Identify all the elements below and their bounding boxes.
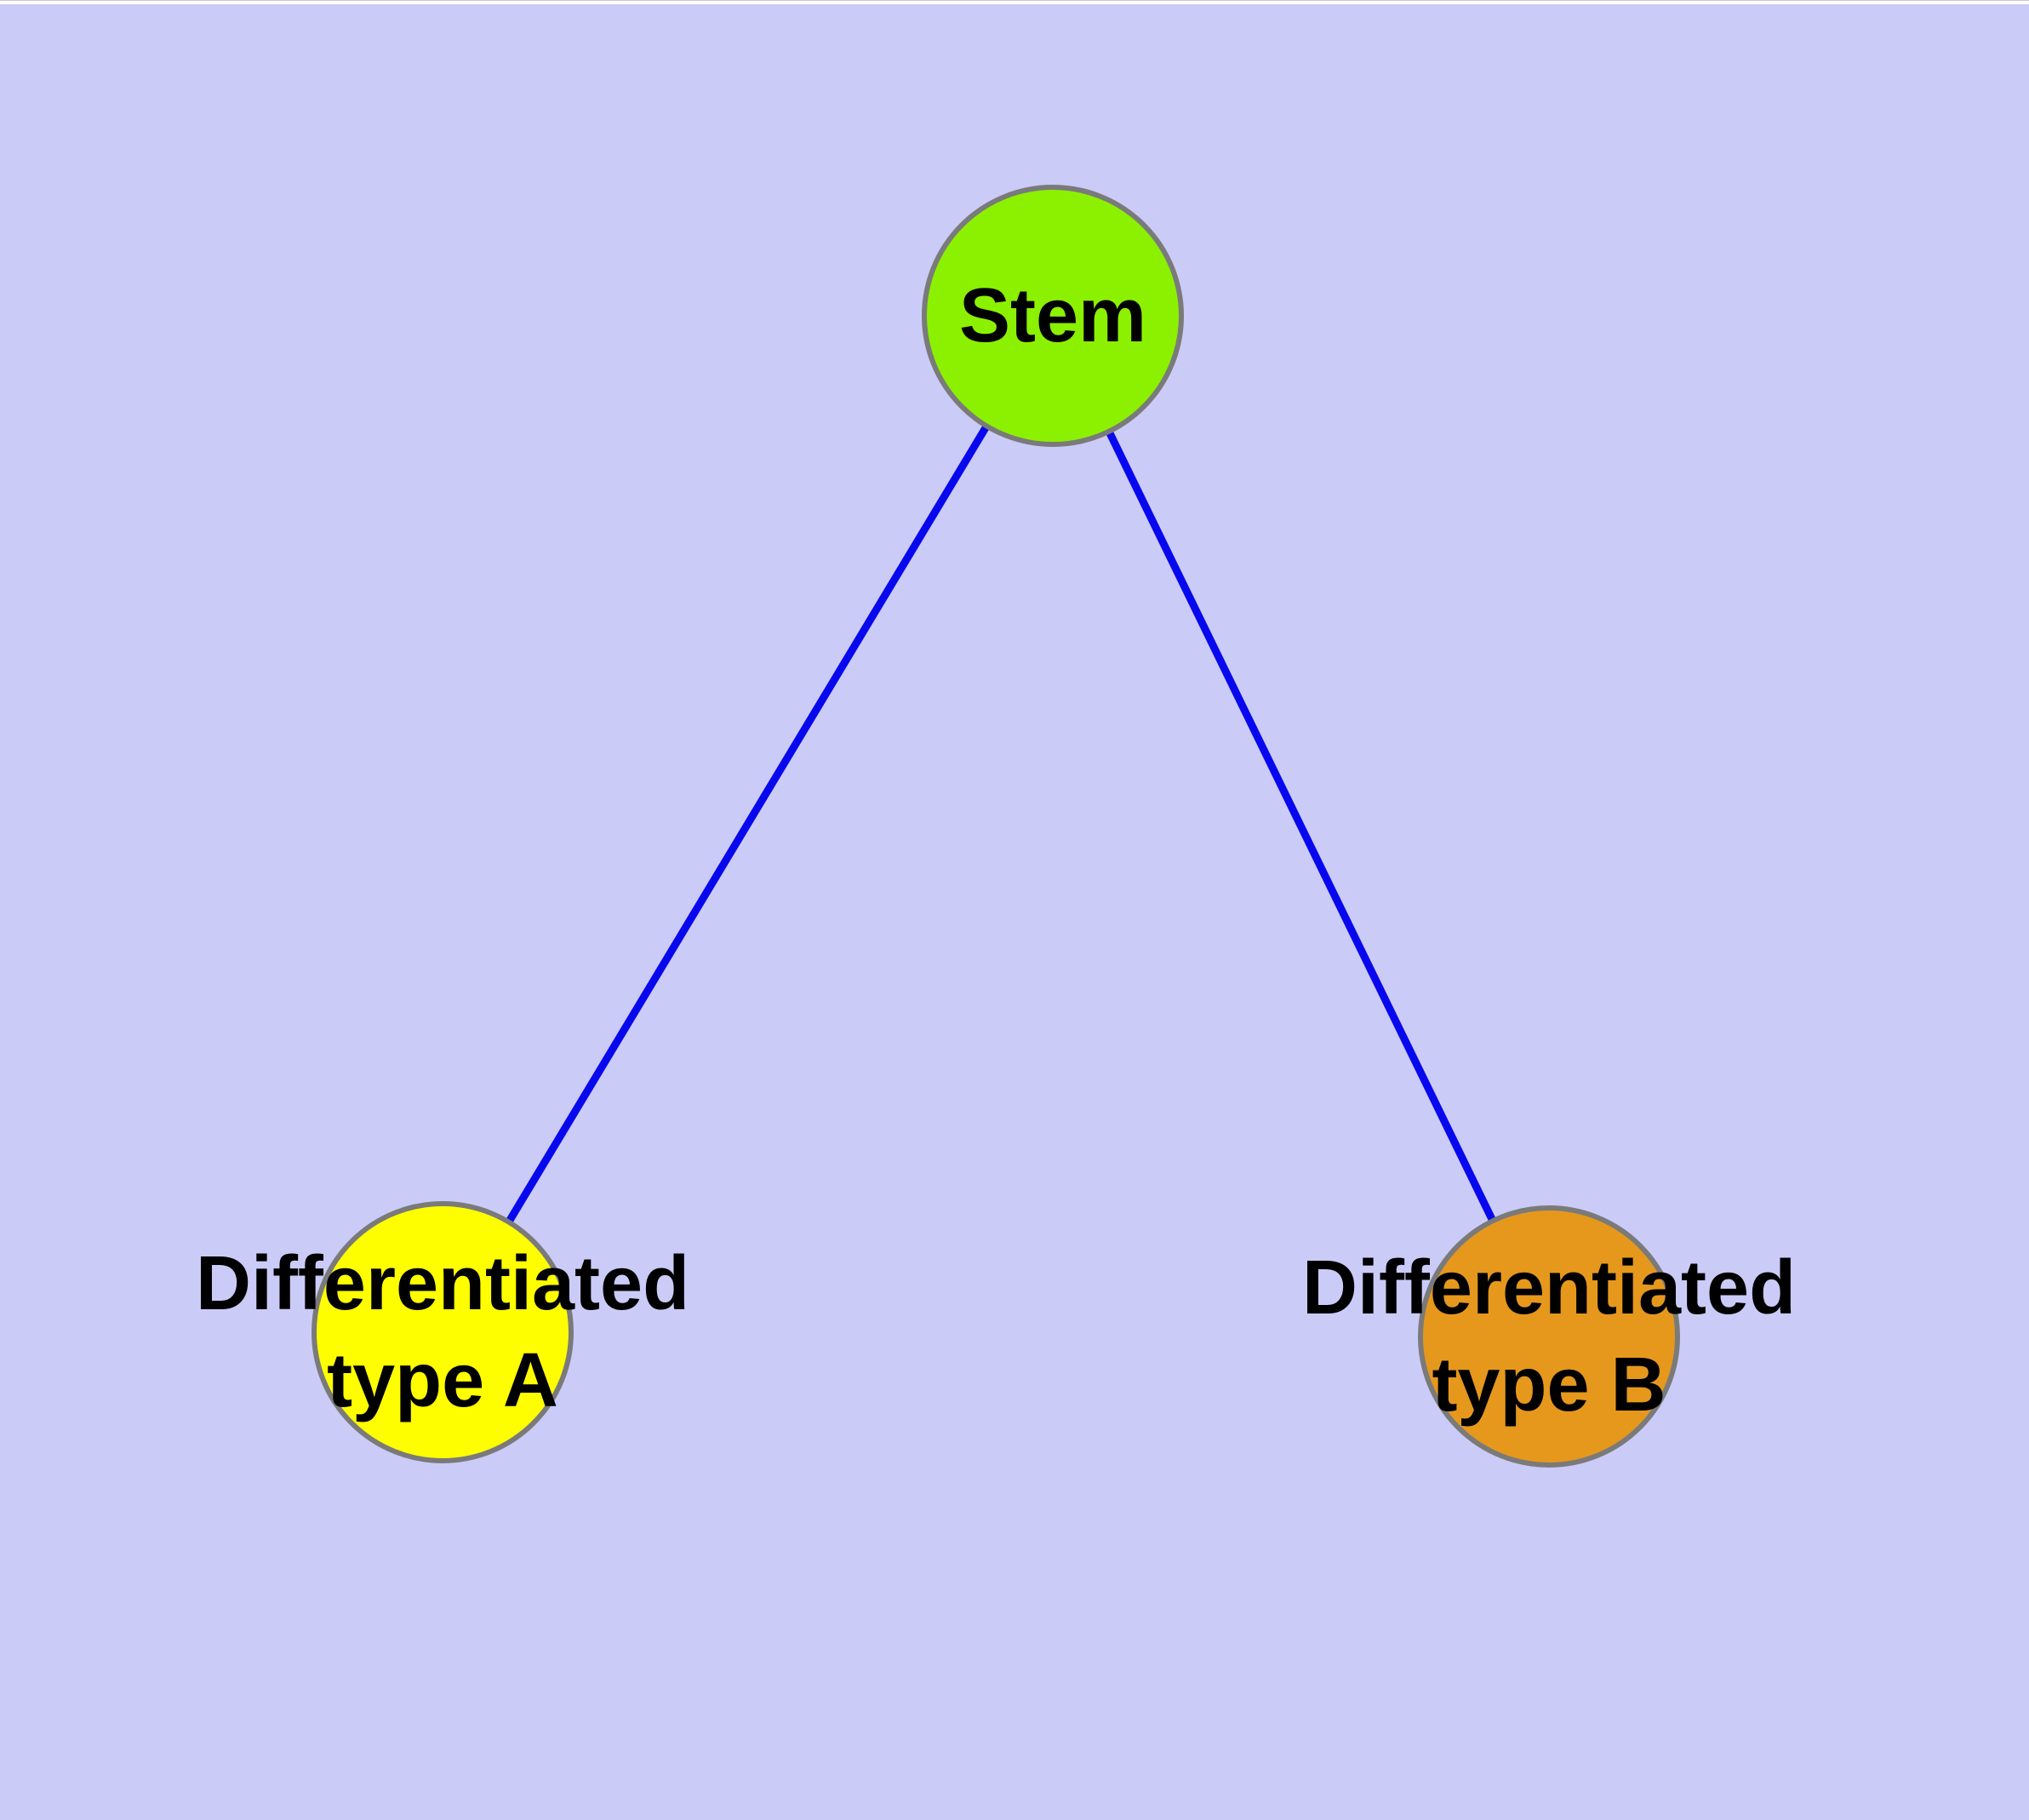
edge-stem-to-type-b [1049,314,1553,1338]
node-differentiated-type-b [1418,1205,1680,1468]
node-type-a-label: Differentiated type A [196,1235,689,1429]
node-stem-label-text: Stem [958,273,1147,358]
window-top-border [0,0,2029,4]
node-stem-label: Stem [959,267,1146,364]
node-type-a-label-line1: Differentiated [195,1241,690,1326]
node-differentiated-type-a [311,1201,574,1463]
edge-stem-to-type-a [439,313,1056,1335]
node-stem [922,185,1184,447]
node-type-a-label-line2: type A [327,1338,558,1423]
node-type-b-label-line2: type B [1432,1342,1666,1428]
node-type-b-label-line1: Differentiated [1301,1245,1797,1331]
node-type-b-label: Differentiated type B [1302,1239,1796,1434]
